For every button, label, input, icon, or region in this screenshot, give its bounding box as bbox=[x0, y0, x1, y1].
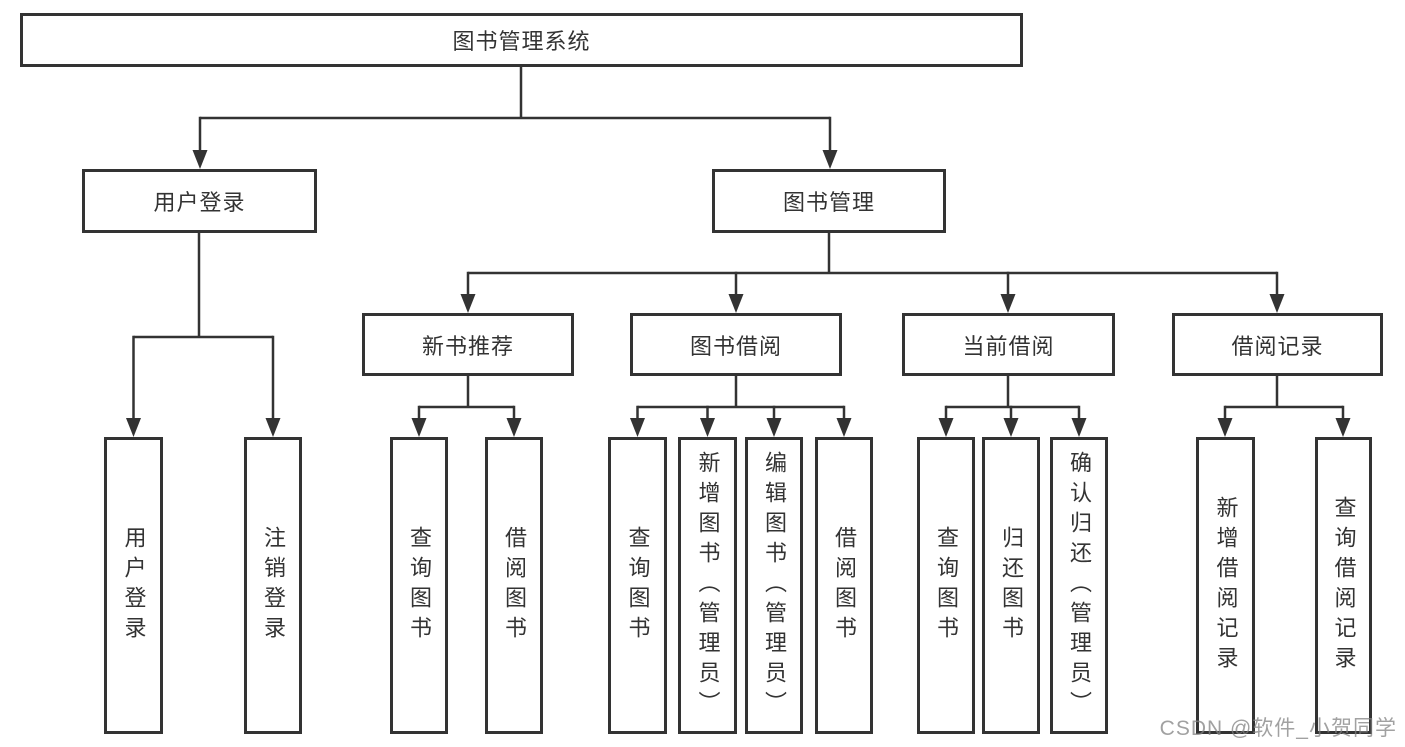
leaf-newbook-query-label: 查询图书 bbox=[407, 525, 432, 646]
leaf-newbook-borrow-label: 借阅图书 bbox=[502, 525, 527, 646]
leaf-user-login: 用户登录 bbox=[104, 437, 163, 734]
leaf-borrow-edit-admin: 编辑图书（管理员） bbox=[745, 437, 803, 734]
node-root: 图书管理系统 bbox=[20, 13, 1023, 67]
leaf-borrow-query: 查询图书 bbox=[608, 437, 667, 734]
leaf-newbook-borrow: 借阅图书 bbox=[485, 437, 543, 734]
node-user-login: 用户登录 bbox=[82, 169, 317, 233]
leaf-borrow-add-admin-label: 新增图书（管理员） bbox=[695, 450, 721, 721]
leaf-borrow-book-label: 借阅图书 bbox=[832, 525, 857, 646]
node-borrow-records: 借阅记录 bbox=[1172, 313, 1383, 376]
leaf-borrow-book: 借阅图书 bbox=[815, 437, 873, 734]
leaf-borrow-edit-admin-label: 编辑图书（管理员） bbox=[762, 450, 787, 721]
leaf-logout: 注销登录 bbox=[244, 437, 302, 734]
node-root-label: 图书管理系统 bbox=[452, 29, 591, 54]
csdn-watermark: CSDN @软件_小贺同学 bbox=[1159, 717, 1397, 740]
leaf-record-query-label: 查询借阅记录 bbox=[1331, 495, 1357, 676]
node-book-borrow-label: 图书借阅 bbox=[689, 333, 782, 359]
node-user-login-label: 用户登录 bbox=[153, 190, 246, 215]
node-current-borrow: 当前借阅 bbox=[902, 313, 1115, 376]
leaf-current-query-label: 查询图书 bbox=[934, 525, 959, 646]
leaf-record-add-label: 新增借阅记录 bbox=[1213, 495, 1239, 676]
node-borrow-records-label: 借阅记录 bbox=[1231, 333, 1324, 359]
leaf-newbook-query: 查询图书 bbox=[390, 437, 448, 734]
leaf-record-query: 查询借阅记录 bbox=[1315, 437, 1372, 734]
leaf-logout-label: 注销登录 bbox=[261, 525, 286, 646]
leaf-borrow-query-label: 查询图书 bbox=[625, 525, 651, 646]
leaf-borrow-add-admin: 新增图书（管理员） bbox=[678, 437, 737, 734]
leaf-current-return: 归还图书 bbox=[982, 437, 1040, 734]
node-book-borrow: 图书借阅 bbox=[630, 313, 842, 376]
leaf-user-login-label: 用户登录 bbox=[121, 525, 147, 646]
node-book-management-label: 图书管理 bbox=[782, 190, 875, 215]
node-current-borrow-label: 当前借阅 bbox=[962, 333, 1055, 359]
leaf-record-add: 新增借阅记录 bbox=[1196, 437, 1255, 734]
node-new-book-recommend: 新书推荐 bbox=[362, 313, 574, 376]
leaf-current-query: 查询图书 bbox=[917, 437, 975, 734]
leaf-current-confirm-admin-label: 确认归还（管理员） bbox=[1067, 450, 1092, 721]
leaf-current-confirm-admin: 确认归还（管理员） bbox=[1050, 437, 1108, 734]
node-book-management: 图书管理 bbox=[712, 169, 946, 233]
leaf-current-return-label: 归还图书 bbox=[999, 525, 1024, 646]
node-new-book-recommend-label: 新书推荐 bbox=[421, 333, 514, 359]
